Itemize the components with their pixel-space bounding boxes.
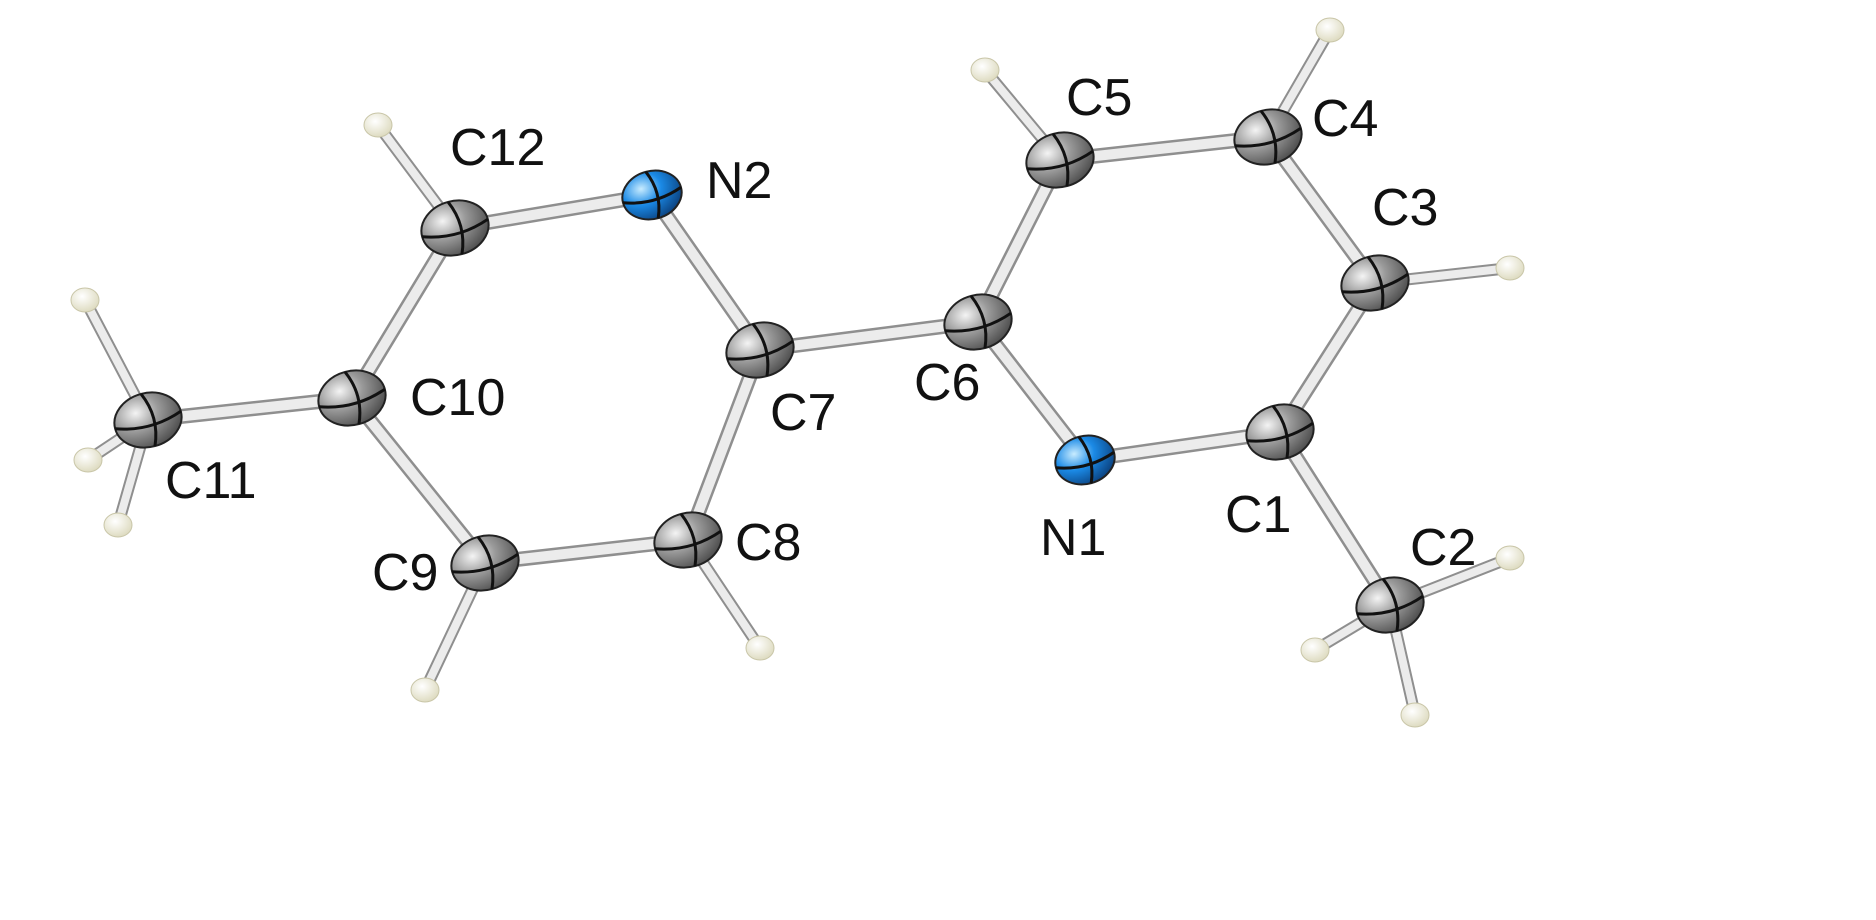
hydrogen-atom-H2C <box>1400 702 1430 728</box>
atom-ellipsoid-C5 <box>1025 131 1095 189</box>
bond-C7-C6 <box>752 314 986 358</box>
bond-N2-C7 <box>644 187 768 358</box>
hydrogen-atom-H9 <box>410 677 440 703</box>
hydrogen-atom-H5 <box>970 57 1000 83</box>
atom-ellipsoid-C10 <box>317 369 387 427</box>
hydrogen-atom-H12 <box>363 112 393 138</box>
atom-ellipsoid-C9 <box>450 534 520 592</box>
atom-ellipsoid-C3 <box>1340 254 1410 312</box>
hydrogen-atom-H11C <box>103 512 133 538</box>
hydrogen-atom-H3 <box>1495 255 1525 281</box>
bond-C9-C10 <box>344 390 493 571</box>
atom-label-C8: C8 <box>735 514 801 572</box>
atom-ellipsoid-C4 <box>1233 108 1303 166</box>
atom-label-N1: N1 <box>1040 509 1106 567</box>
hydrogen-atom-H2A <box>1495 545 1525 571</box>
atom-label-C1: C1 <box>1225 486 1291 544</box>
atom-label-C11: C11 <box>165 452 257 510</box>
atom-label-C7: C7 <box>770 384 836 442</box>
hydrogen-atom-H11A <box>70 287 100 313</box>
atom-label-C2: C2 <box>1410 519 1476 577</box>
atom-label-C6: C6 <box>914 354 980 412</box>
hydrogen-atom-H8 <box>745 635 775 661</box>
bond-C1-C2 <box>1272 424 1398 613</box>
atom-label-C3: C3 <box>1372 179 1438 237</box>
atom-ellipsoid-C11 <box>113 391 183 449</box>
atom-label-C12: C12 <box>450 119 545 177</box>
atom-label-N2: N2 <box>706 152 772 210</box>
atom-ellipsoid-N2 <box>621 169 683 221</box>
atom-ellipsoid-C12 <box>420 199 490 257</box>
atom-label-C10: C10 <box>410 369 505 427</box>
bond-C4-C3 <box>1260 129 1383 291</box>
atom-ellipsoid-C1 <box>1245 403 1315 461</box>
atom-ellipsoid-C8 <box>653 511 723 569</box>
atom-label-C9: C9 <box>372 544 438 602</box>
atom-label-C4: C4 <box>1312 90 1378 148</box>
atom-ellipsoid-C6 <box>943 293 1013 351</box>
hydrogen-atom-H11B <box>73 447 103 473</box>
atom-label-C5: C5 <box>1066 69 1132 127</box>
bond-C10-C12 <box>344 220 463 406</box>
hydrogen-atom-H4 <box>1315 17 1345 43</box>
atom-ellipsoid-C2 <box>1355 576 1425 634</box>
bond-C7-C8 <box>680 342 768 548</box>
bond-N1-C6 <box>970 314 1093 468</box>
atoms-layer <box>70 17 1525 728</box>
bond-C5-C4 <box>1052 129 1276 168</box>
atom-ellipsoid-C7 <box>725 321 795 379</box>
atom-ellipsoid-N1 <box>1054 434 1116 486</box>
hydrogen-atom-H2B <box>1300 637 1330 663</box>
